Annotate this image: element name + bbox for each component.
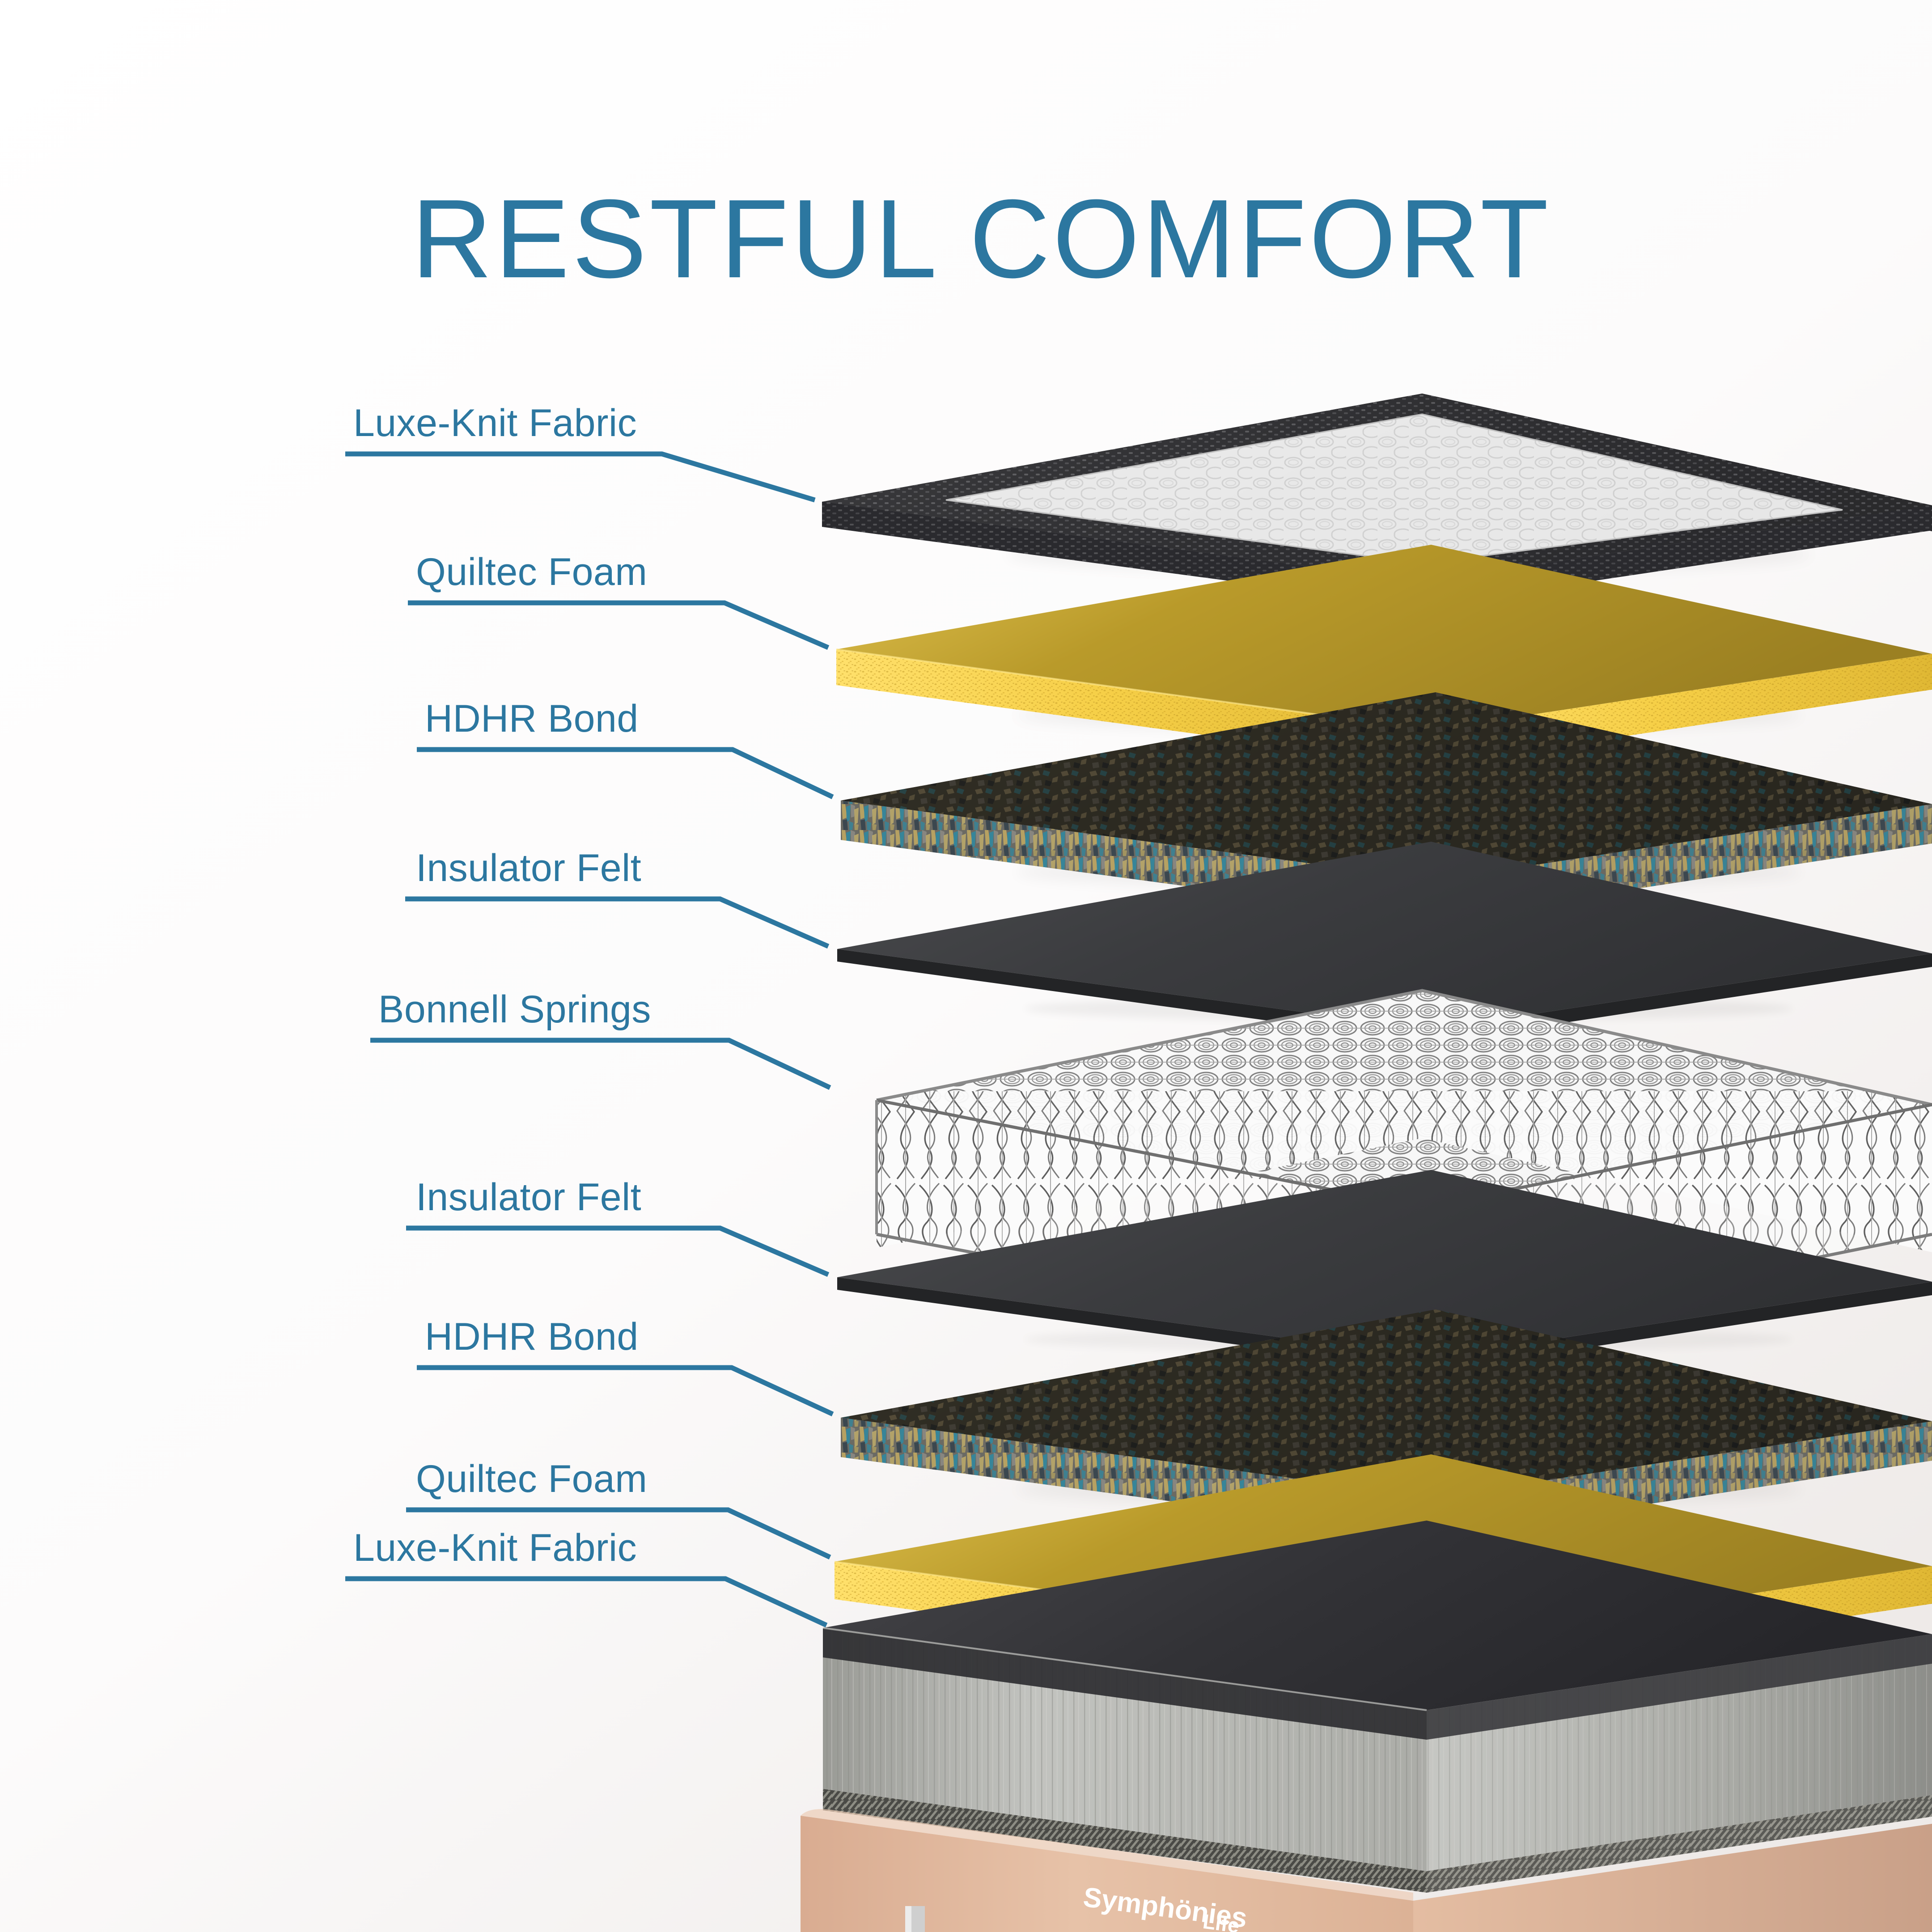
leader-line	[370, 1038, 831, 1090]
callout-label: Quiltec Foam	[416, 551, 647, 593]
callout-label: HDHR Bond	[425, 1315, 639, 1358]
callout-quiltec-foam-bottom[interactable]: Quiltec Foam	[406, 1457, 831, 1559]
callout-hdhr-bond-bottom[interactable]: HDHR Bond	[417, 1315, 834, 1416]
leader-line	[406, 1225, 830, 1277]
callout-hdhr-bond-top[interactable]: HDHR Bond	[417, 697, 834, 799]
callout-insulator-felt-top[interactable]: Insulator Felt	[405, 847, 830, 949]
callout-luxe-knit-fabric-top[interactable]: Luxe-Knit Fabric	[345, 402, 816, 503]
leader-line	[345, 1576, 828, 1627]
callout-label: Luxe-Knit Fabric	[353, 1526, 637, 1569]
leader-line	[417, 747, 834, 799]
callout-label: Luxe-Knit Fabric	[353, 402, 637, 445]
callout-label: Insulator Felt	[416, 847, 641, 890]
callout-bonnell-springs[interactable]: Bonnell Springs	[370, 988, 831, 1090]
layer-luxe-knit-fabric-top	[822, 394, 1932, 606]
leader-line	[345, 451, 816, 503]
leader-line	[406, 1507, 831, 1559]
callout-luxe-knit-fabric-bottom[interactable]: Luxe-Knit Fabric	[345, 1526, 828, 1627]
leader-line	[408, 600, 830, 650]
callout-label: Insulator Felt	[416, 1176, 641, 1219]
brand-suffix: Life	[1202, 1910, 1241, 1932]
layer-mattress-body	[822, 1521, 1932, 1893]
leader-line	[417, 1365, 834, 1416]
leader-line	[405, 896, 830, 949]
callout-insulator-felt-bottom[interactable]: Insulator Felt	[406, 1176, 830, 1277]
page-title: RESTFUL COMFORT	[411, 176, 1551, 301]
callout-label: Quiltec Foam	[416, 1457, 647, 1500]
foundation-base	[801, 1809, 1932, 1932]
callout-label: HDHR Bond	[425, 697, 639, 740]
callout-label: Bonnell Springs	[378, 988, 651, 1031]
callout-quiltec-foam-top[interactable]: Quiltec Foam	[408, 551, 830, 650]
